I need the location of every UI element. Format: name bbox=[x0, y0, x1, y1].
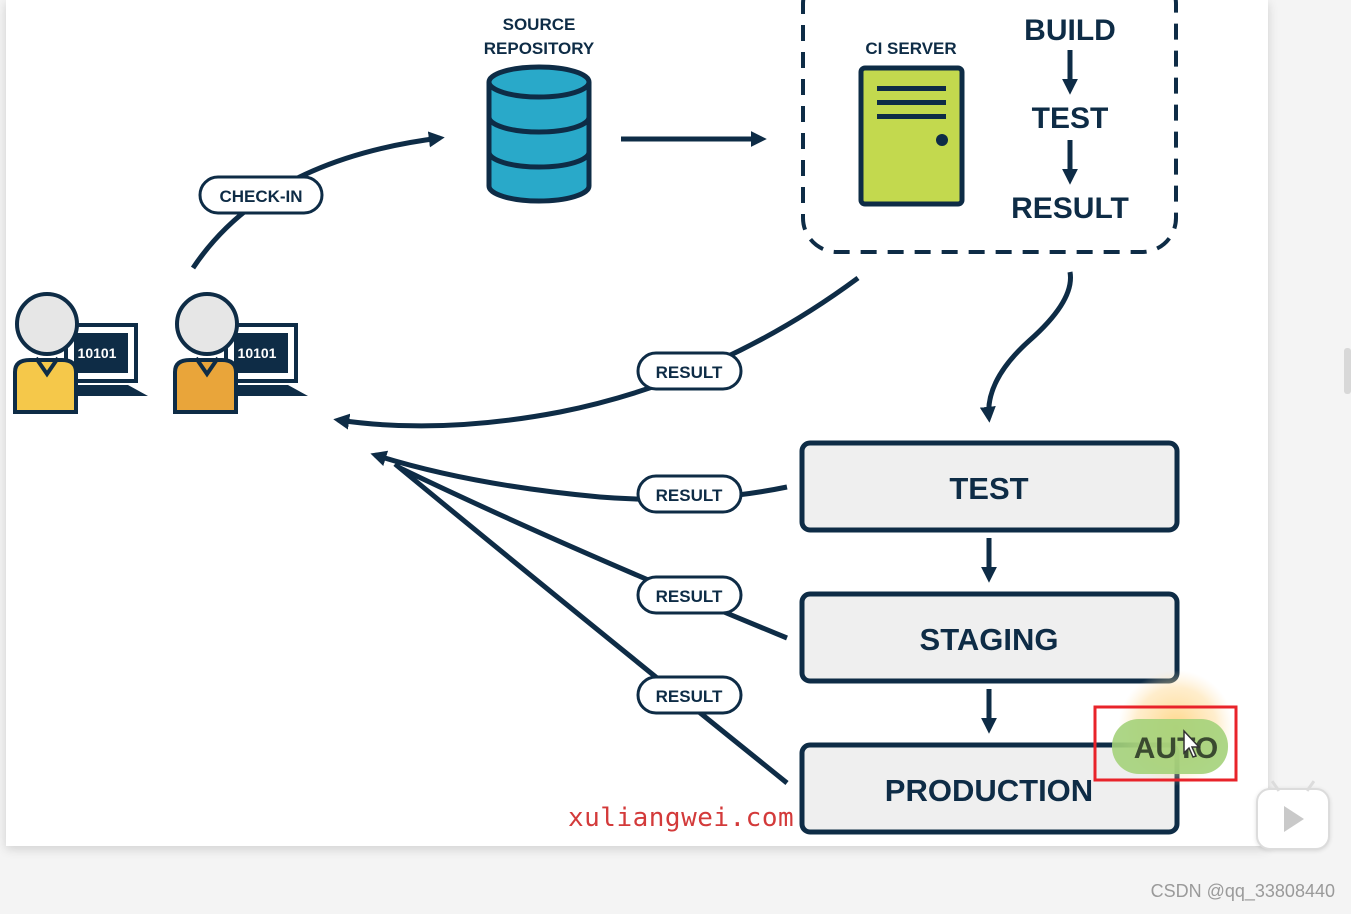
source-repository-title-2: REPOSITORY bbox=[484, 39, 595, 58]
csdn-credit: CSDN @qq_33808440 bbox=[1150, 881, 1335, 901]
ci-to-test-arrow bbox=[979, 271, 1073, 423]
play-icon bbox=[1284, 806, 1304, 832]
ci-server-title: CI SERVER bbox=[865, 39, 956, 58]
svg-text:STAGING: STAGING bbox=[920, 622, 1059, 657]
stage-staging: STAGING bbox=[799, 591, 1180, 684]
svg-text:RESULT: RESULT bbox=[656, 486, 723, 505]
svg-text:RESULT: RESULT bbox=[656, 587, 723, 606]
mouse-cursor-icon bbox=[1183, 729, 1201, 758]
checkin-pill: CHECK-IN bbox=[198, 175, 324, 215]
svg-text:AUTO: AUTO bbox=[1134, 732, 1218, 765]
result-pill-4: RESULT bbox=[636, 675, 743, 715]
developer-1-code: 10101 bbox=[78, 345, 117, 361]
ci-result-arrow bbox=[333, 275, 860, 430]
result-pill-3: RESULT bbox=[636, 575, 743, 615]
production-result-line bbox=[393, 462, 789, 785]
svg-text:PRODUCTION: PRODUCTION bbox=[885, 773, 1093, 808]
server-icon bbox=[858, 65, 965, 207]
stage-test: TEST bbox=[799, 440, 1180, 533]
auto-badge: AUTO bbox=[1093, 670, 1238, 786]
database-icon bbox=[486, 64, 592, 204]
developer-2-icon: 10101 bbox=[173, 292, 308, 414]
pipeline-build: BUILD bbox=[1024, 14, 1116, 47]
svg-text:RESULT: RESULT bbox=[656, 687, 723, 706]
stage-production: PRODUCTION bbox=[799, 742, 1180, 835]
scroll-indicator[interactable] bbox=[1344, 348, 1351, 394]
result-pill-2: RESULT bbox=[636, 474, 743, 514]
source-repository-title: SOURCE bbox=[503, 15, 576, 34]
developer-2-code: 10101 bbox=[238, 345, 277, 361]
play-button[interactable] bbox=[1256, 780, 1330, 850]
watermark: xuliangwei.com bbox=[568, 803, 795, 833]
svg-text:TEST: TEST bbox=[949, 471, 1028, 506]
result-pill-1: RESULT bbox=[636, 351, 743, 391]
highlight-box bbox=[1093, 705, 1238, 782]
pipeline-result: RESULT bbox=[1011, 192, 1129, 225]
svg-text:CHECK-IN: CHECK-IN bbox=[219, 187, 302, 206]
svg-text:RESULT: RESULT bbox=[656, 363, 723, 382]
pipeline-test: TEST bbox=[1032, 102, 1109, 135]
ci-server-box bbox=[801, 0, 1178, 254]
developer-1-icon: 10101 bbox=[13, 292, 148, 414]
